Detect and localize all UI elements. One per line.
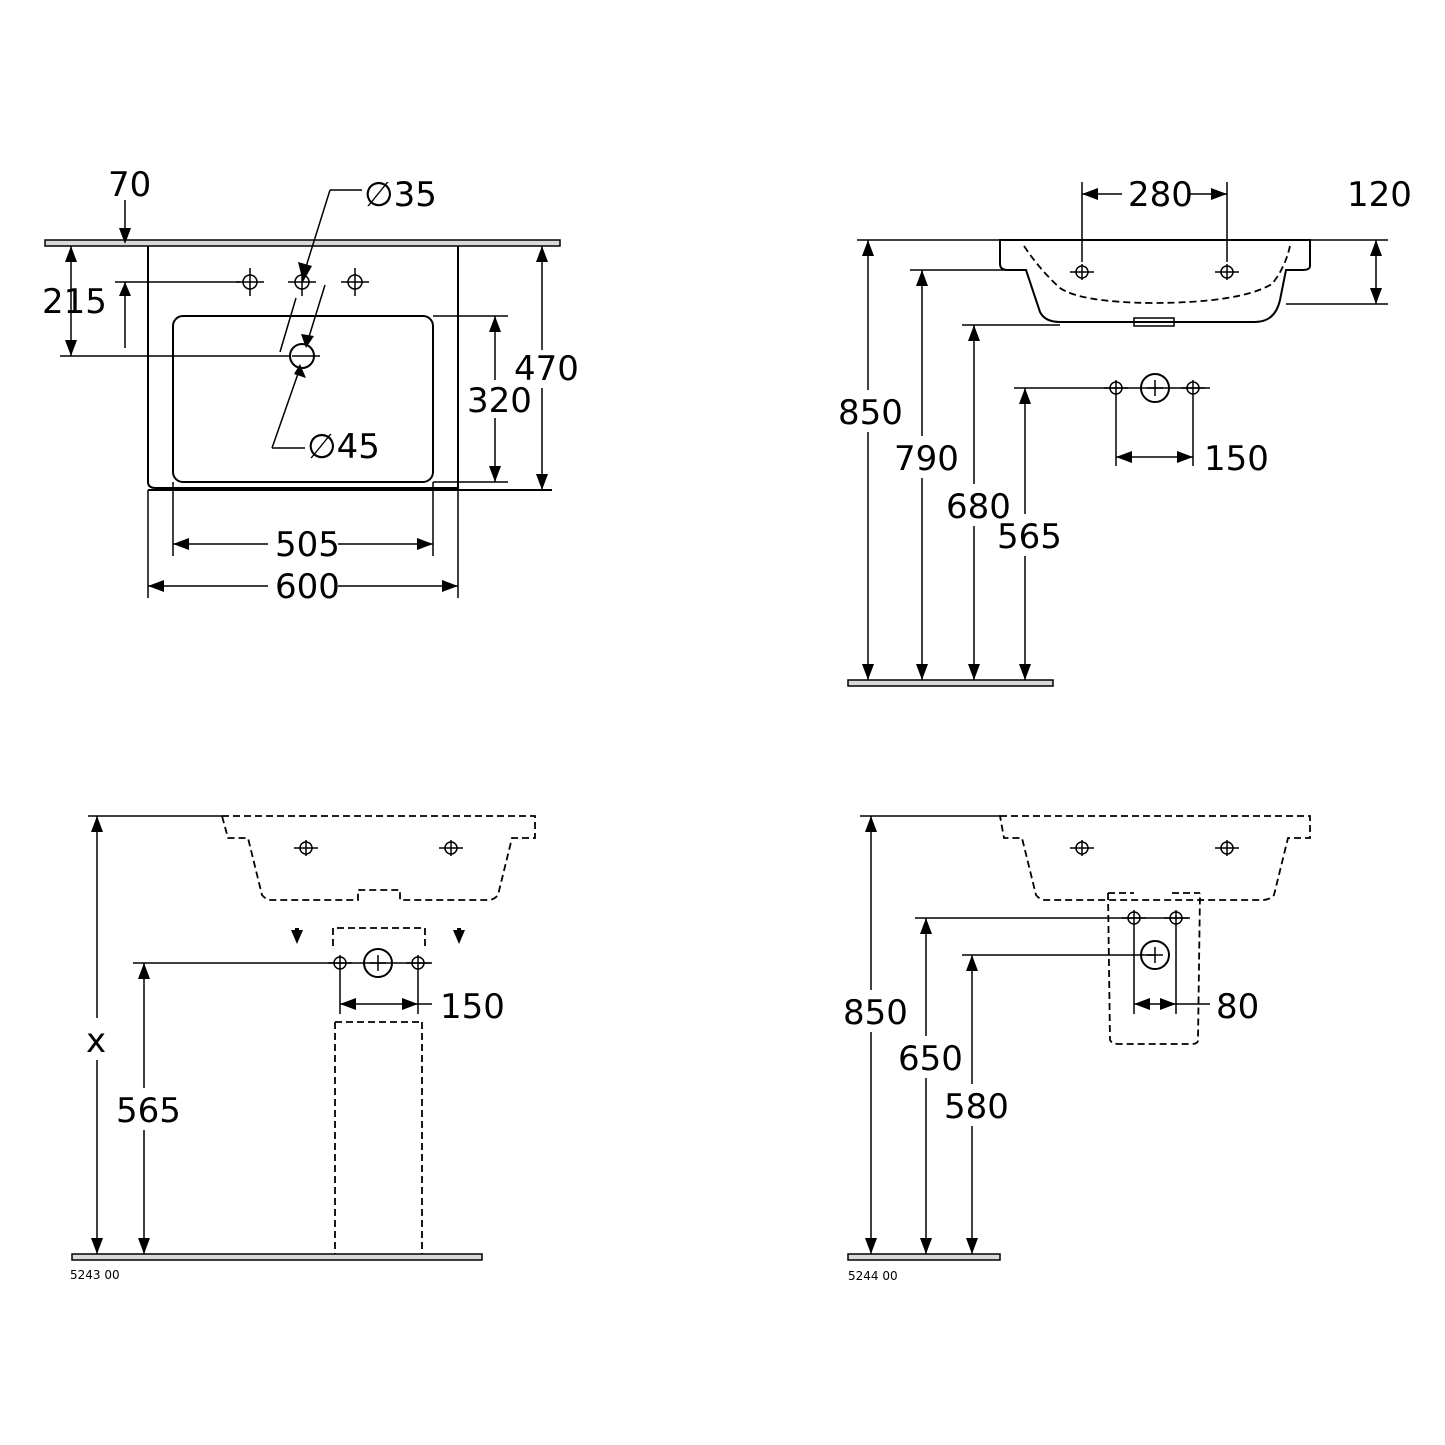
dim-120: 120	[1347, 175, 1412, 215]
basin-front-outline	[998, 815, 1311, 901]
tap-hole-icon	[340, 267, 370, 297]
top-view: 70 215 ∅35 ∅45 320 470	[42, 165, 579, 607]
product-code: 5243 00	[70, 1268, 120, 1282]
front-view-a: 150 x 565 5243 00	[70, 815, 536, 1282]
floor-strip	[847, 1253, 1001, 1261]
dim-580: 580	[944, 1087, 1009, 1127]
front-view-b: 80 850 650 580 5244 00	[843, 815, 1311, 1283]
dim-70: 70	[108, 165, 151, 205]
dim-850: 850	[843, 993, 908, 1033]
floor-strip	[71, 1253, 483, 1261]
connection-icon	[1121, 909, 1147, 927]
product-code: 5244 00	[848, 1269, 898, 1283]
floor-strip	[847, 679, 1054, 687]
connection-icon	[327, 954, 353, 972]
dim-320: 320	[467, 381, 532, 421]
dim-80: 80	[1216, 987, 1259, 1027]
dim-850: 850	[838, 393, 903, 433]
side-view: 280 120 850 790 680 565	[838, 175, 1412, 687]
connection-icon	[1163, 909, 1189, 927]
basin-side-outline	[999, 239, 1311, 323]
dim-150: 150	[440, 987, 505, 1027]
dim-565: 565	[997, 517, 1062, 557]
basin-outline	[147, 246, 459, 489]
tap-hole-icon	[1069, 839, 1095, 857]
drain-icon	[1140, 940, 1170, 970]
dim-470: 470	[514, 349, 579, 389]
dim-x: x	[86, 1021, 106, 1061]
dim-505: 505	[275, 525, 340, 565]
tap-hole-icon	[438, 839, 464, 857]
drain-icon	[363, 948, 393, 978]
tap-hole-icon	[1214, 839, 1240, 857]
dim-790: 790	[894, 439, 959, 479]
connection-icon	[405, 954, 431, 972]
dim-680: 680	[946, 487, 1011, 527]
connection-icon	[1103, 379, 1129, 397]
dim-600: 600	[275, 567, 340, 607]
dim-280: 280	[1128, 175, 1193, 215]
tap-hole-icon	[1069, 263, 1095, 281]
dim-650: 650	[898, 1039, 963, 1079]
dim-150: 150	[1204, 439, 1269, 479]
bowl-outline	[172, 315, 434, 483]
tap-hole-icon	[1214, 263, 1240, 281]
drain-icon	[1140, 373, 1170, 403]
dim-565: 565	[116, 1091, 181, 1131]
connection-icon	[1180, 379, 1206, 397]
basin-front-outline	[220, 815, 536, 901]
dim-215: 215	[42, 282, 107, 322]
tap-hole-icon	[235, 267, 265, 297]
tap-hole-icon	[293, 839, 319, 857]
dim-dia45: ∅45	[307, 427, 380, 467]
wall-strip	[44, 239, 561, 247]
dim-dia35: ∅35	[364, 175, 437, 215]
